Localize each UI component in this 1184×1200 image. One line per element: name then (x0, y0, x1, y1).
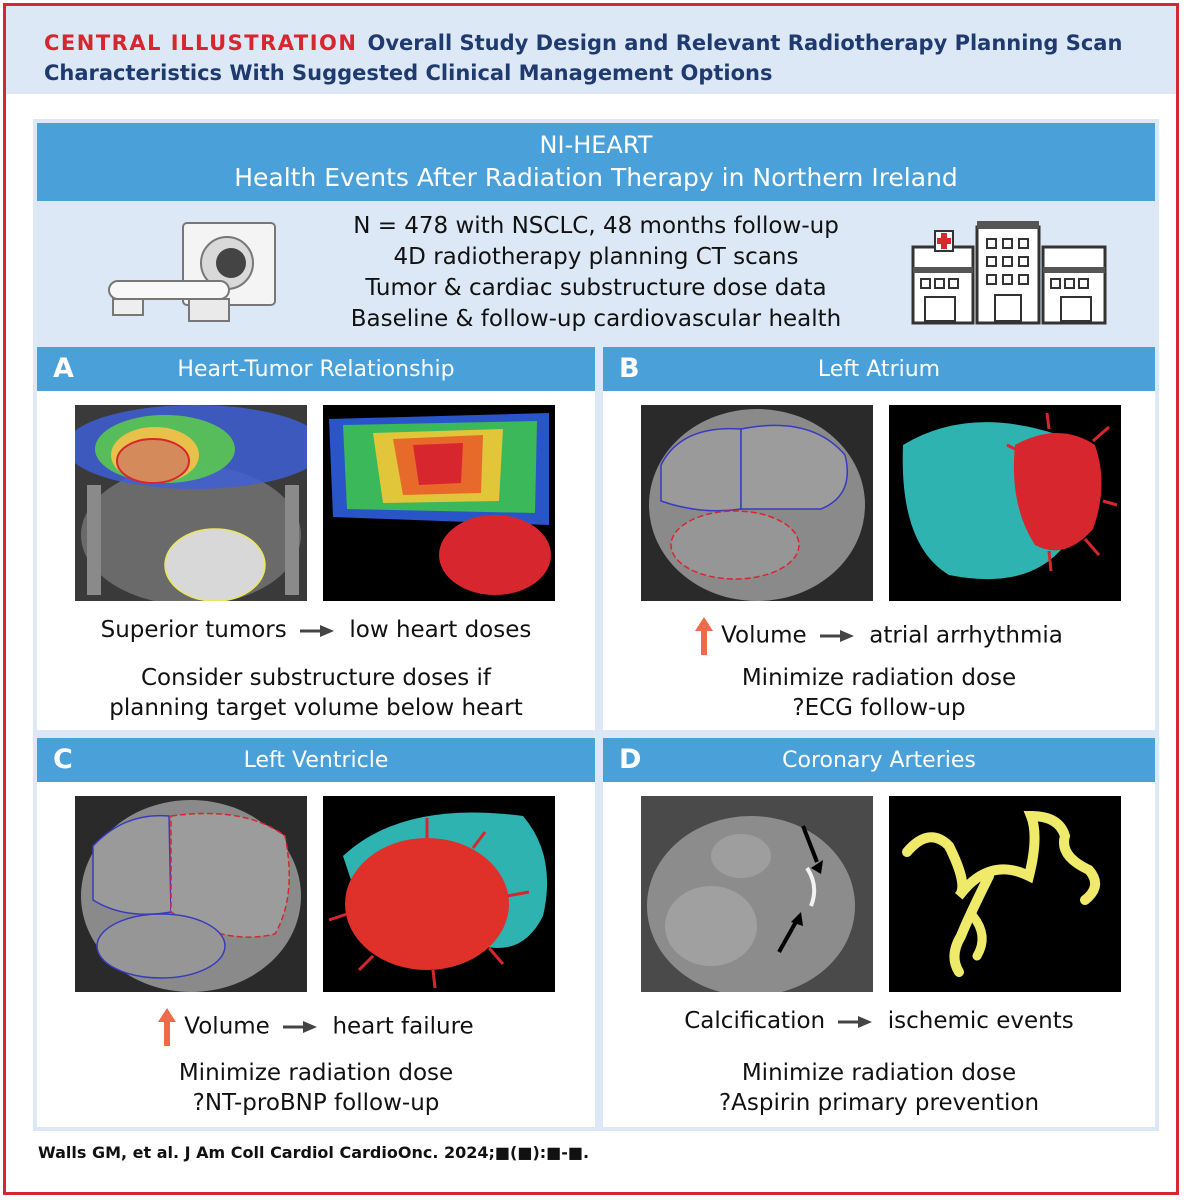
arrow-right-icon (300, 624, 335, 637)
arrow-right-icon (283, 1021, 318, 1033)
panel-c-caption: Volume heart failure (37, 1008, 595, 1046)
panel-a-caption: Superior tumors low heart doses (37, 617, 595, 643)
panel-d-sub1: Minimize radiation dose (741, 1060, 1017, 1086)
study-line: Tumor & cardiac substructure dose data (365, 275, 827, 301)
panel-a-sub2: planning target volume below heart (109, 695, 523, 721)
banner-line1: NI-HEART (539, 131, 653, 159)
arrow-right-icon (838, 1015, 873, 1028)
panel-b-sub1: Minimize radiation dose (741, 665, 1017, 691)
header-title: CENTRAL ILLUSTRATION Overall Study Design… (44, 28, 1144, 88)
study-line: 4D radiotherapy planning CT scans (393, 244, 799, 270)
panel-d-letter: D (619, 744, 642, 775)
study-line: Baseline & follow-up cardiovascular heal… (350, 306, 842, 332)
panel-a-header: A Heart-Tumor Relationship (37, 347, 595, 391)
hospital-icon (911, 221, 1107, 325)
panel-d-header: D Coronary Arteries (603, 738, 1155, 782)
panel-b-caption: Volume atrial arrhythmia (603, 617, 1155, 655)
panel-d-caption-left: Calcification (684, 1008, 826, 1034)
panel-b: B Left Atrium (603, 347, 1155, 730)
panel-a-sub1: Consider substructure doses if (140, 665, 492, 691)
panel-a-letter: A (53, 353, 74, 384)
panel-c: C Left Ventricle (37, 738, 595, 1127)
panel-c-sub2: ?NT-proBNP follow-up (192, 1090, 440, 1116)
ct-scanner-icon (108, 222, 276, 322)
header-title-line2: Characteristics With Suggested Clinical … (44, 61, 773, 85)
panel-c-recommendation: Minimize radiation dose ?NT-proBNP follo… (37, 1058, 595, 1118)
3d-left-atrium-image (889, 405, 1121, 601)
panel-c-header: C Left Ventricle (37, 738, 595, 782)
3d-left-ventricle-image (323, 796, 555, 992)
ct-left-ventricle-image (75, 796, 307, 992)
panel-d-recommendation: Minimize radiation dose ?Aspirin primary… (603, 1058, 1155, 1118)
arrow-up-icon (158, 1008, 177, 1046)
panel-d-caption: Calcification ischemic events (603, 1008, 1155, 1034)
panel-a-title: Heart-Tumor Relationship (177, 357, 455, 382)
panel-c-sub1: Minimize radiation dose (178, 1060, 454, 1086)
panel-d-title: Coronary Arteries (782, 748, 976, 773)
panel-d-sub2: ?Aspirin primary prevention (718, 1090, 1040, 1116)
panel-a-recommendation: Consider substructure doses if planning … (37, 663, 595, 723)
ct-dose-overlay-image (75, 405, 307, 601)
panel-c-title: Left Ventricle (243, 748, 389, 773)
header-title-line1: Overall Study Design and Relevant Radiot… (367, 31, 1123, 55)
ct-left-atrium-image (641, 405, 873, 601)
panel-d-caption-right: ischemic events (887, 1008, 1074, 1034)
panel-b-letter: B (619, 353, 640, 384)
arrow-right-icon (819, 630, 854, 642)
panel-a-caption-left: Superior tumors (100, 617, 287, 643)
study-line: N = 478 with NSCLC, 48 months follow-up (353, 213, 839, 239)
central-illustration-label: CENTRAL ILLUSTRATION (44, 31, 358, 55)
panel-b-recommendation: Minimize radiation dose ?ECG follow-up (603, 663, 1155, 723)
panel-b-header: B Left Atrium (603, 347, 1155, 391)
study-summary: N = 478 with NSCLC, 48 months follow-up … (33, 211, 1159, 335)
header-bar: CENTRAL ILLUSTRATION Overall Study Design… (6, 6, 1176, 94)
panel-a: A Heart-Tumor Relationship (37, 347, 595, 730)
panel-b-caption-right: atrial arrhythmia (869, 622, 1063, 649)
study-banner: NI-HEART Health Events After Radiation T… (37, 123, 1155, 201)
panel-b-sub2: ?ECG follow-up (792, 695, 966, 721)
3d-dose-tumor-image (323, 405, 555, 601)
ct-coronary-calcification-image (641, 796, 873, 992)
panel-c-caption-left: Volume (184, 1013, 270, 1040)
study-panel: NI-HEART Health Events After Radiation T… (33, 119, 1159, 1131)
banner-line2: Health Events After Radiation Therapy in… (234, 163, 958, 192)
panel-a-caption-right: low heart doses (349, 617, 532, 643)
3d-coronary-arteries-image (889, 796, 1121, 992)
illustration-frame: CENTRAL ILLUSTRATION Overall Study Design… (3, 3, 1179, 1195)
citation: Walls GM, et al. J Am Coll Cardiol Cardi… (38, 1143, 590, 1162)
panel-d: D Coronary Arteries (603, 738, 1155, 1127)
panel-c-letter: C (53, 744, 73, 775)
arrow-up-icon (695, 617, 714, 655)
panel-b-title: Left Atrium (817, 357, 941, 382)
panel-b-caption-left: Volume (721, 622, 807, 649)
panel-c-caption-right: heart failure (332, 1013, 474, 1040)
